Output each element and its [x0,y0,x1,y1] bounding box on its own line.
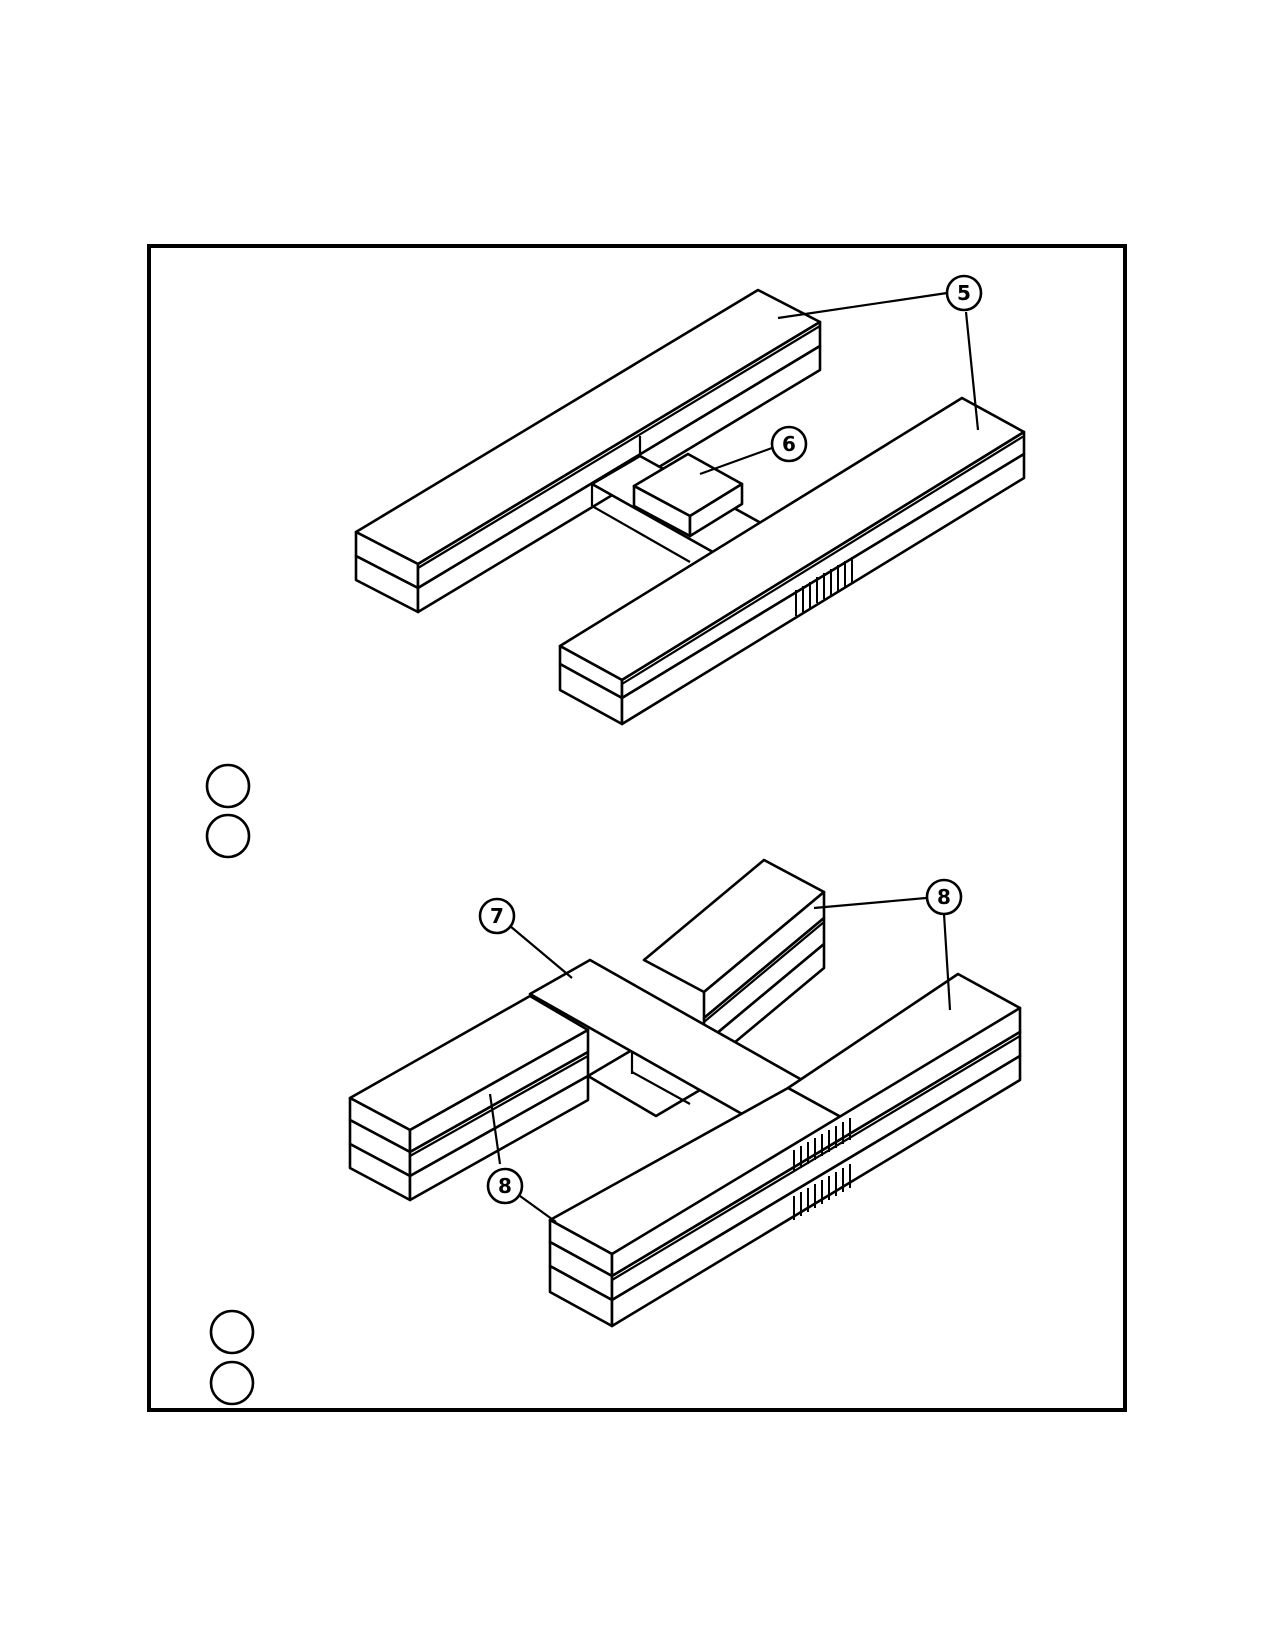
leader-8b [942,913,952,1011]
empty-reference-circle [209,1360,255,1406]
leader-7 [509,925,573,979]
leader-8c [488,1093,502,1165]
bottom-left-rail [348,994,590,1202]
leader-8d [519,1195,557,1223]
empty-reference-circle [205,763,251,809]
bottom-splice-hatch-lower [793,1164,851,1220]
callout-7: 7 [478,897,516,935]
top-splice-hatch [795,557,853,616]
callout-6-label: 6 [782,432,796,456]
leader-5a [777,291,948,320]
callout-5-label: 5 [957,281,971,305]
bottom-right-rail [548,972,1022,1328]
callout-8-left-label: 8 [498,1174,512,1198]
empty-reference-circle [209,1309,255,1355]
callout-8-right-label: 8 [937,885,951,909]
bottom-back-rail [642,858,826,1070]
bottom-splice-hatch-upper [793,1118,851,1172]
callout-6: 6 [770,425,808,463]
top-assembly [354,288,1026,726]
callout-5: 5 [945,274,983,312]
leader-5b [964,311,980,431]
figure-frame [147,244,1127,1412]
callout-8-right: 8 [925,878,963,916]
leader-8a [813,896,927,910]
callout-7-label: 7 [490,904,504,928]
top-right-rail [558,396,1026,726]
callout-8-left: 8 [486,1167,524,1205]
bottom-assembly [348,858,1022,1328]
leader-6 [699,446,773,476]
empty-reference-circle [205,813,251,859]
